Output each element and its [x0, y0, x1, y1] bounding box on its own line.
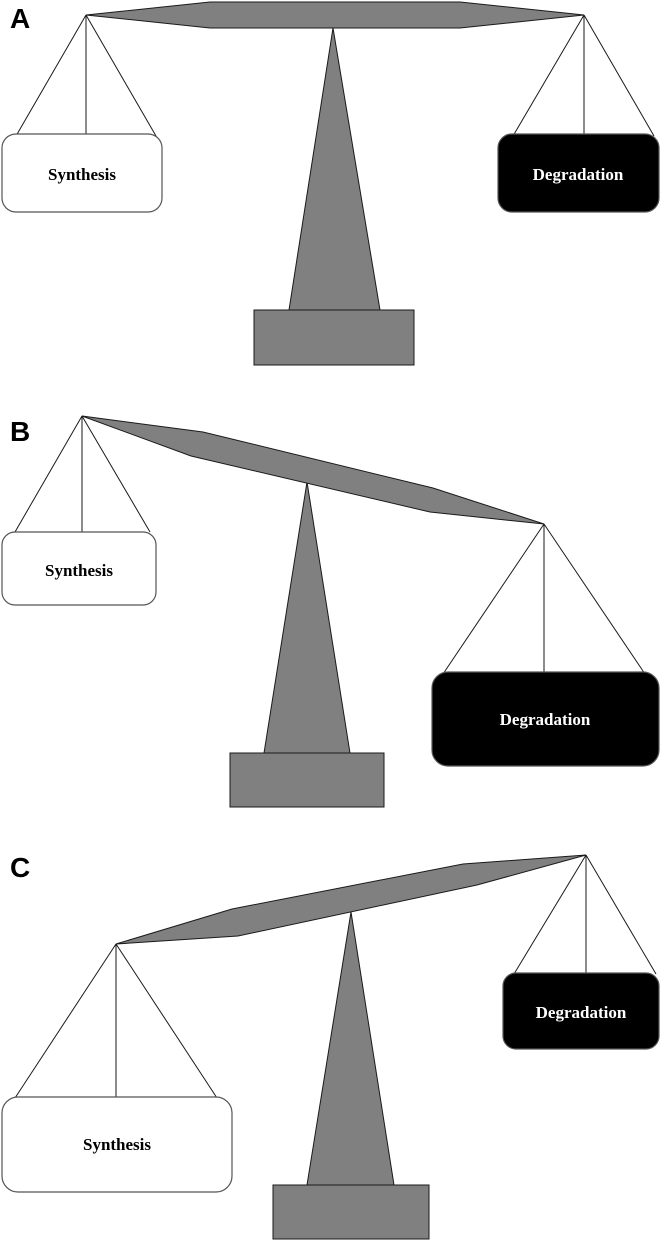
scale-beam — [85, 1, 585, 29]
synthesis-label: Synthesis — [45, 561, 113, 580]
synthesis-box: Synthesis — [1, 133, 163, 213]
scale-post — [288, 27, 381, 311]
right-pan-strings — [513, 854, 657, 975]
synthesis-label: Synthesis — [83, 1135, 151, 1154]
degradation-box: Degradation — [497, 133, 660, 213]
scale-base — [253, 309, 415, 366]
scale-post — [306, 911, 395, 1186]
scale-base — [229, 752, 385, 808]
synthesis-box: Synthesis — [1, 531, 157, 606]
panel-a: A Synthesis Degradation — [1, 1, 660, 366]
synthesis-label: Synthesis — [48, 165, 116, 184]
panel-label-c: C — [10, 852, 30, 883]
scale-beam — [81, 415, 545, 525]
panel-label-b: B — [10, 416, 30, 447]
synthesis-box: Synthesis — [1, 1096, 233, 1193]
degradation-box: Degradation — [502, 972, 660, 1050]
degradation-label: Degradation — [536, 1003, 627, 1022]
left-pan-strings — [14, 415, 151, 533]
scale-post — [263, 481, 351, 754]
right-pan-strings — [442, 523, 646, 675]
degradation-box: Degradation — [431, 671, 660, 767]
left-pan-strings — [15, 14, 157, 137]
degradation-label: Degradation — [533, 165, 624, 184]
panel-c: C Synthesis Degradation — [1, 852, 660, 1240]
degradation-label: Degradation — [500, 710, 591, 729]
left-pan-strings — [14, 943, 218, 1099]
right-pan-strings — [512, 14, 655, 137]
panel-b: B Synthesis Degradation — [1, 415, 660, 808]
panel-label-a: A — [10, 3, 30, 34]
scale-base — [272, 1184, 430, 1240]
